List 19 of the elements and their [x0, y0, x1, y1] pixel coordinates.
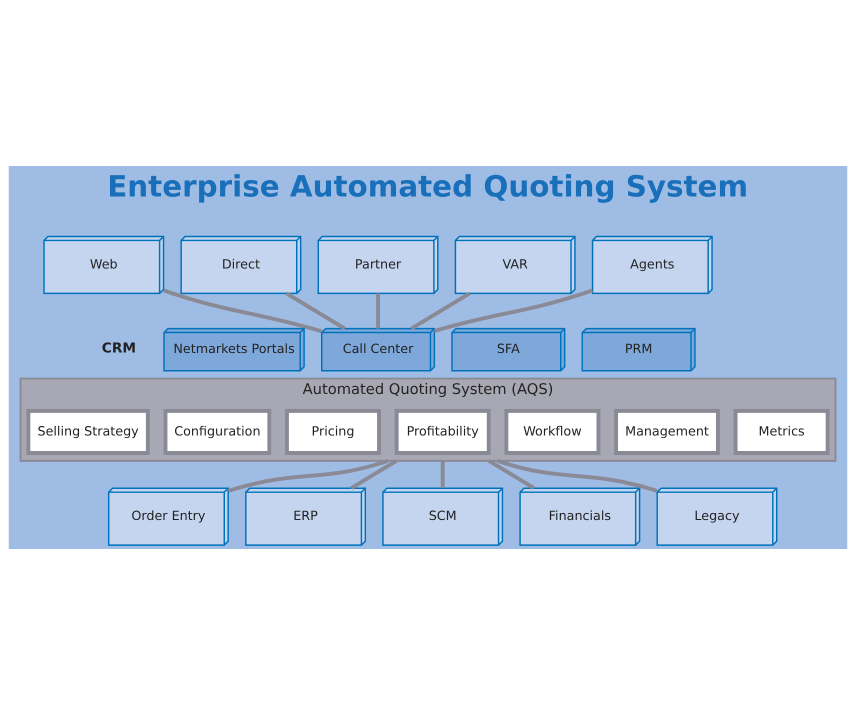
- node-box: Workflow: [504, 408, 600, 454]
- diagram-title: Enterprise Automated Quoting System: [107, 168, 748, 203]
- node-box: Metrics: [734, 408, 830, 454]
- connector: [488, 458, 536, 490]
- node-box: Configuration: [164, 408, 272, 454]
- label: CRM: [102, 340, 136, 356]
- connector: [228, 458, 388, 492]
- connector: [440, 460, 445, 488]
- node-box: Pricing: [284, 408, 381, 454]
- connector: [286, 291, 346, 330]
- node-box: Profitability: [394, 408, 491, 454]
- node-box: Selling Strategy: [26, 408, 150, 454]
- node-box: Management: [614, 408, 720, 454]
- connector: [163, 288, 322, 333]
- connector: [410, 291, 471, 330]
- connector: [376, 292, 380, 328]
- connector: [496, 458, 658, 492]
- connector: [350, 458, 398, 490]
- connector: [434, 288, 593, 332]
